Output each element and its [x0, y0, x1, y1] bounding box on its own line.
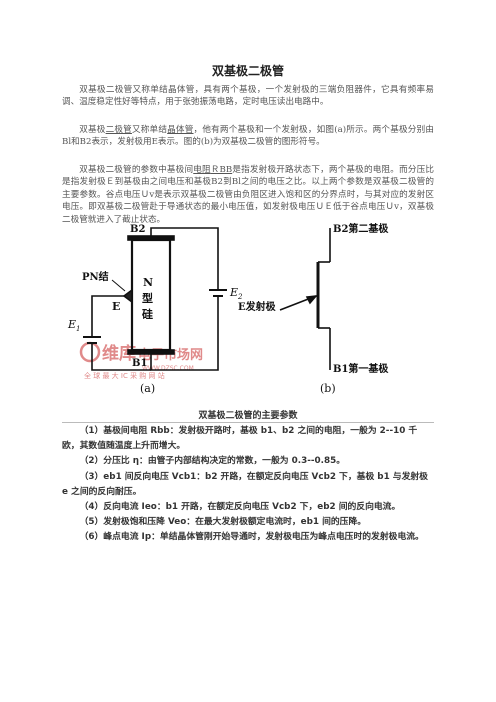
text-span: 双基极	[79, 125, 106, 135]
label-gui: 硅	[142, 307, 153, 321]
wire-b2	[150, 227, 219, 290]
wire-emitter	[91, 295, 132, 337]
diagram-a-labels: B2 PN结 E N 型 硅 E 1 E 2 B1 (a)	[67, 224, 243, 395]
divider	[62, 422, 434, 423]
diagram-a	[83, 227, 227, 371]
text-span: 双基极二极管的参数中基极间	[79, 165, 194, 175]
watermark-brand: 维库	[102, 343, 136, 364]
document-title: 双基极二极管	[211, 64, 284, 78]
parameter-item: （4）反向电流 Ieo：b1 开路，在额定反向电压 Vcb2 下，eb2 间的反…	[79, 502, 401, 513]
wire-b1-left	[91, 344, 151, 371]
link-transistor[interactable]: 晶体管	[167, 125, 194, 135]
watermark-url: WWW.DZSC.COM	[142, 365, 194, 372]
symbol-rbb: ＲBB	[210, 165, 233, 175]
parameter-item: （6）峰点电流 Ip：单结晶体管刚开始导通时，发射极电压为峰点电压时的发射极电流…	[79, 532, 424, 543]
label-pn: PN结	[82, 270, 109, 283]
paragraph-2: 双基极二极管又称单结晶体管，他有两个基极和一个发射极，如图(a)所示。两个基极分…	[62, 124, 434, 149]
label-e2: E	[229, 286, 238, 299]
parameters-heading: 双基极二极管的主要参数	[198, 411, 298, 421]
caption-b: (b)	[320, 382, 336, 395]
caption-a: (a)	[140, 382, 155, 395]
paragraph-structure: 双基极二极管又称单结晶体管，他有两个基极和一个发射极，如图(a)所示。两个基极分…	[62, 124, 434, 149]
b2-electrode	[127, 235, 175, 241]
label-e: E	[112, 300, 120, 313]
pn-pointer	[111, 279, 126, 292]
parameter-item: （5）发射极饱和压降 Veo：在最大发射极额定电流时，eb1 间的压降。	[79, 517, 367, 528]
parameter-item: （2）分压比 η：由管子内部结构决定的常数，一般为 0.3--0.85。	[79, 456, 346, 467]
label-b1: B1	[132, 358, 147, 369]
link-resistor[interactable]: 电阻	[193, 165, 211, 175]
label-n: N	[143, 276, 153, 289]
b1-electrode	[127, 349, 175, 355]
label-e-emitter: E发射极	[238, 300, 277, 313]
label-b2: B2	[130, 224, 145, 235]
paragraph-3: 双基极二极管的参数中基极间电阻ＲBB是指发射极开路状态下，两个基极的电阻。而分压…	[62, 164, 434, 226]
wire-b1-right	[150, 296, 219, 371]
text-span: ，他有两个基极和一个发射极，如图(a)所示。两个基极分别由Bl和B2表示，发射极…	[62, 125, 434, 148]
link-diode[interactable]: 二极管	[105, 125, 132, 135]
label-b1-first-base: B1第一基极	[333, 362, 389, 375]
emitter-arrow-icon	[305, 294, 318, 305]
diagram-b-labels: B2第二基极 E发射极 B1第一基极 (b)	[238, 222, 389, 395]
pn-junction-icon	[122, 288, 133, 304]
text-span: 是指发射极开路状态下，两个基极的电阻。而分压比是指发射极Ｅ到基极由之间电压和基极…	[62, 165, 434, 225]
watermark-logo-icon	[79, 341, 101, 363]
diagram-b	[279, 228, 331, 370]
label-e1: E	[67, 318, 76, 331]
label-e1-sub: 1	[76, 325, 80, 333]
paragraph-parameters: 双基极二极管的参数中基极间电阻ＲBB是指发射极开路状态下，两个基极的电阻。而分压…	[62, 164, 434, 226]
ujt-figure: 维库 电子市场网 WWW.DZSC.COM 全 球 最 大 IC 采 购 网 站	[67, 222, 389, 395]
parameters-list: （1）基极间电阻 Rbb：发射极开路时，基极 b1、b2 之间的电阻，一般为 2…	[62, 424, 434, 546]
label-e2-sub: 2	[237, 293, 243, 301]
label-xing: 型	[142, 291, 153, 305]
watermark-slogan: 全 球 最 大 IC 采 购 网 站	[84, 371, 165, 380]
label-b2-second-base: B2第二基极	[333, 222, 389, 235]
parameter-item: （3）eb1 间反向电压 Vcb1：b2 开路，在额定反向电压 Vcb2 下，基…	[62, 471, 428, 497]
paragraph-1: 双基极二极管又称单结晶体管，具有两个基极，一个发射极的三端负阻器件，它具有频率易…	[62, 85, 434, 108]
paragraph-intro: 双基极二极管又称单结晶体管，具有两个基极，一个发射极的三端负阻器件，它具有频率易…	[62, 84, 434, 109]
text-span: 又称单结	[131, 125, 168, 135]
parameter-item: （1）基极间电阻 Rbb：发射极开路时，基极 b1、b2 之间的电阻，一般为 2…	[62, 426, 418, 452]
